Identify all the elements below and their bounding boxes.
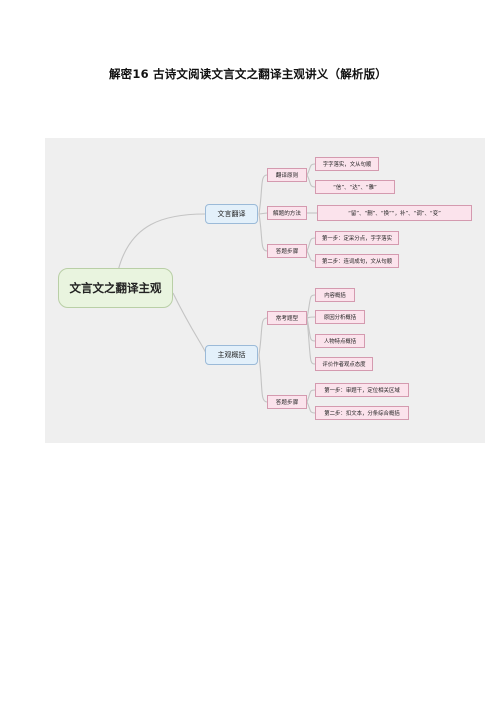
leaf-xin-da-ya: “信”、“达”、“雅” [315,180,395,194]
leaf-pingjia-zuozhe: 评价作者观点态度 [315,357,373,371]
node-dati-buzhou-2: 答题步骤 [267,395,307,409]
leaf-step2-kouwenben: 第二步：扣文本，分条综合概括 [315,406,409,420]
leaf-step2-lianci: 第二步：连词成句，文从句顺 [315,254,399,268]
leaf-yuanyin-fenxi: 原因分析概括 [315,310,365,324]
leaf-zizi-luoshi: 字字落实，文从句顺 [315,157,379,171]
document-title: 解密16 古诗文阅读文言文之翻译主观讲义（解析版） [108,67,387,81]
leaf-jieti-methods: “留”、“删”、“换”“，补”、“调”、“变” [317,205,472,221]
node-fanyi-yuanze: 翻译原则 [267,168,307,182]
node-jieti-fangfa: 解题的方法 [267,206,307,220]
mind-map-connectors [117,163,317,414]
leaf-renwu-tedian: 人物特点概括 [315,334,365,348]
branch-wenyan-fanyi: 文言翻译 [205,204,258,224]
node-changkao-tixing: 常考题型 [267,311,307,325]
root-node: 文言文之翻译主观 [58,268,173,308]
mind-map: 文言文之翻译主观 文言翻译 主观概括 翻译原则 解题的方法 答题步骤 常考题型 … [45,138,485,443]
node-dati-buzhou-1: 答题步骤 [267,244,307,258]
leaf-step1-shenti: 第一步：审题干，定位相关区域 [315,383,409,397]
branch-zhuguan-gaikuo: 主观概括 [205,345,258,365]
leaf-step1-caifendian: 第一步：定采分点，字字落实 [315,231,399,245]
leaf-neirong-gaikuo: 内容概括 [315,288,355,302]
